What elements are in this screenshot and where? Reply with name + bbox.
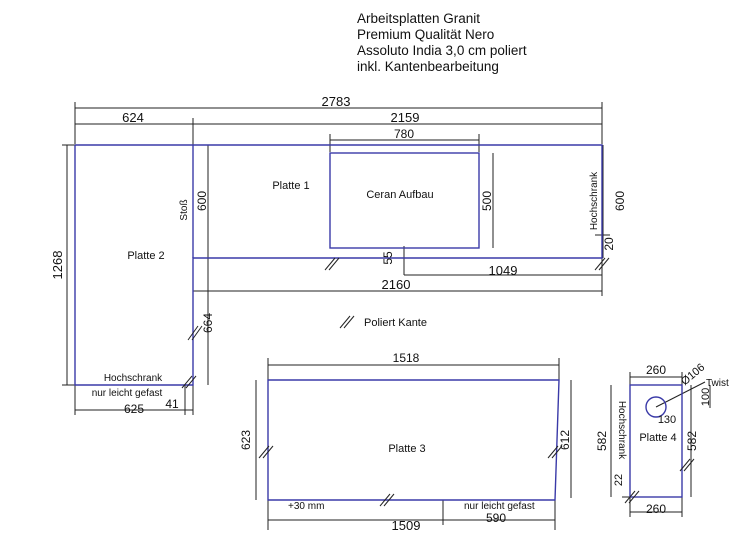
dim-260-bottom: 260: [646, 502, 666, 516]
dim-600-left: 600: [195, 191, 209, 211]
dim-664: 664: [201, 313, 215, 333]
plate-outlines: [74, 144, 683, 501]
label-ceran-aufbau: Ceran Aufbau: [366, 189, 433, 201]
dim-780: 780: [394, 127, 414, 141]
label-hochschrank-right: Hochschrank: [589, 171, 600, 230]
label-platte-3: Platte 3: [388, 443, 425, 455]
label-poliert-kante: Poliert Kante: [364, 317, 427, 329]
label-nur-leicht-gefast-p3: nur leicht gefast: [464, 501, 535, 512]
label-platte-1: Platte 1: [272, 180, 309, 192]
dim-590: 590: [486, 511, 506, 525]
dim-582-right: 582: [685, 431, 699, 451]
dim-500: 500: [480, 191, 494, 211]
dim-106: Ø106: [679, 361, 707, 387]
dim-612: 612: [558, 430, 572, 450]
dim-20: 20: [602, 237, 616, 251]
dim-1049: 1049: [489, 263, 518, 278]
dim-130: 130: [658, 414, 676, 426]
dim-623: 623: [239, 430, 253, 450]
label-twist: Twist: [706, 378, 729, 389]
dim-2159: 2159: [391, 110, 420, 125]
header-line-2: Premium Qualität Nero: [357, 27, 495, 42]
label-platte-2: Platte 2: [127, 250, 164, 262]
dim-260-top: 260: [646, 363, 666, 377]
label-hochschrank-p2: Hochschrank: [104, 373, 163, 384]
dim-2783: 2783: [322, 94, 351, 109]
label-nur-leicht-gefast-p2: nur leicht gefast: [92, 388, 163, 399]
dim-22: 22: [613, 474, 625, 486]
dim-55: 55: [381, 251, 395, 265]
header-line-4: inkl. Kantenbearbeitung: [357, 59, 499, 74]
dim-1518: 1518: [393, 351, 420, 365]
dim-600-right: 600: [613, 191, 627, 211]
header-line-1: Arbeitsplatten Granit: [357, 11, 481, 26]
dim-582-left: 582: [595, 431, 609, 451]
dimension-labels: 2783 624 2159 780 600 500 600 20 55 1049…: [50, 94, 712, 533]
dimension-lines: [62, 102, 711, 530]
label-platte-4: Platte 4: [639, 432, 676, 444]
header-line-3: Assoluto India 3,0 cm poliert: [357, 43, 527, 58]
dim-1509: 1509: [392, 518, 421, 533]
label-hochschrank-p4: Hochschrank: [616, 401, 627, 460]
label-stoss: Stoß: [179, 199, 190, 220]
edge-markers: [181, 257, 695, 507]
area-labels: Platte 1 Platte 2 Platte 3 Platte 4 Cera…: [92, 171, 729, 512]
dim-100: 100: [700, 388, 712, 406]
dim-41: 41: [165, 397, 179, 411]
dim-2160: 2160: [382, 277, 411, 292]
label-plus-30mm: +30 mm: [288, 501, 324, 512]
dim-624: 624: [122, 110, 144, 125]
dim-625: 625: [124, 402, 144, 416]
dim-1268: 1268: [50, 251, 65, 280]
